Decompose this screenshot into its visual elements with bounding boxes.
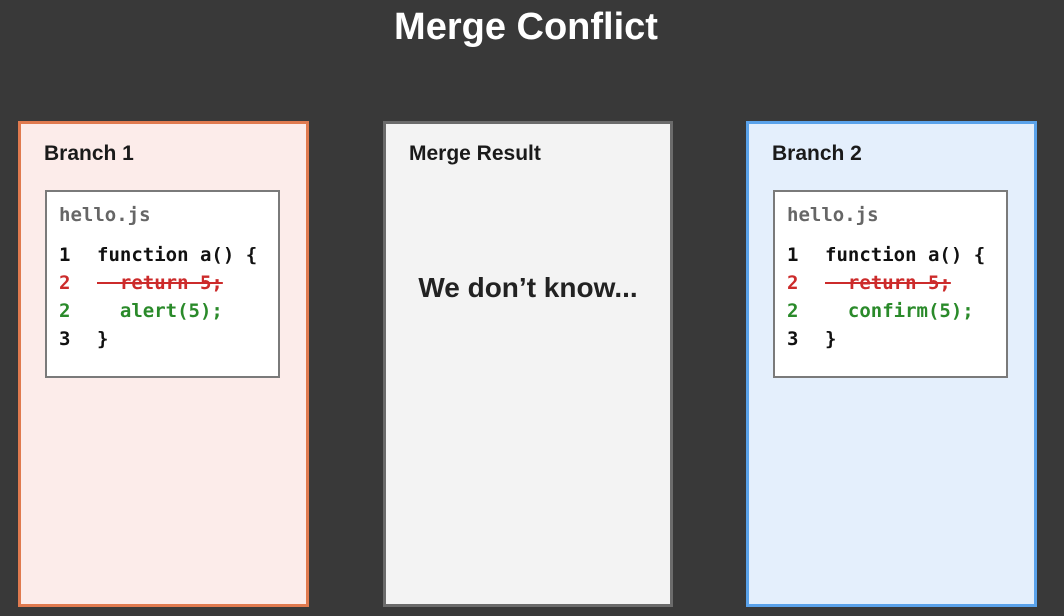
line-code: }	[97, 328, 109, 350]
line-code: function a() {	[825, 244, 986, 266]
line-code: confirm(5);	[825, 300, 974, 322]
branch-2-code-box: hello.js 1 function a() { 2 return 5; 2 c…	[773, 190, 1008, 378]
removed-code-line: 2 return 5;	[787, 272, 951, 294]
line-number: 3	[59, 328, 71, 350]
branch-1-title: Branch 1	[44, 142, 134, 165]
diagram-title: Merge Conflict	[394, 6, 658, 48]
branch-2-title: Branch 2	[772, 142, 862, 165]
branch-1-code-box: hello.js 1 function a() { 2 return 5; 2 a…	[45, 190, 280, 378]
line-code: }	[825, 328, 837, 350]
branch-2-panel: Branch 2 hello.js 1 function a() { 2 retu…	[746, 121, 1037, 607]
line-code: function a() {	[97, 244, 258, 266]
code-line: 1 function a() {	[787, 244, 985, 266]
merge-result-message: We don’t know...	[418, 272, 638, 303]
line-code: alert(5);	[97, 300, 223, 322]
line-number: 2	[59, 300, 71, 322]
line-number: 1	[787, 244, 799, 266]
line-number: 2	[787, 272, 799, 294]
branch-1-panel: Branch 1 hello.js 1 function a() { 2 retu…	[18, 121, 309, 607]
code-line: 3}	[59, 328, 108, 350]
line-code: return 5;	[97, 272, 223, 294]
code-line: 1 function a() {	[59, 244, 257, 266]
branch-1-filename: hello.js	[59, 204, 151, 226]
added-code-line: 2 alert(5);	[59, 300, 223, 322]
merge-result-title: Merge Result	[409, 142, 541, 165]
branch-2-filename: hello.js	[787, 204, 879, 226]
removed-code-line: 2 return 5;	[59, 272, 223, 294]
added-code-line: 2 confirm(5);	[787, 300, 974, 322]
line-number: 3	[787, 328, 799, 350]
line-code: return 5;	[825, 272, 951, 294]
line-number: 1	[59, 244, 71, 266]
merge-result-panel: Merge Result We don’t know...	[383, 121, 673, 607]
code-line: 3}	[787, 328, 836, 350]
line-number: 2	[59, 272, 71, 294]
line-number: 2	[787, 300, 799, 322]
